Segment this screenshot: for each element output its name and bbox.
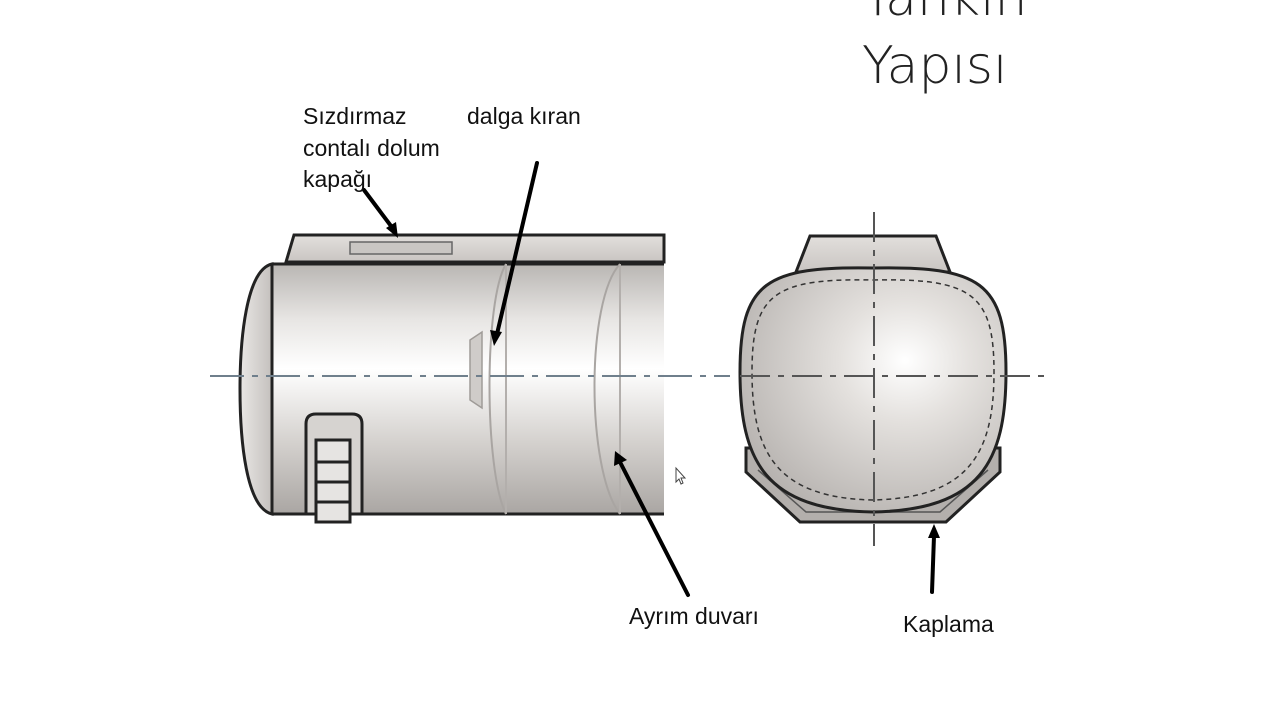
callout-arrows [362, 161, 940, 597]
label-coating: Kaplama [903, 611, 994, 637]
slide-title-line1: Tankın [862, 0, 1028, 28]
wave-breaker [488, 263, 507, 515]
coating-arrow [928, 524, 940, 538]
fill-cap-arrow [386, 222, 398, 238]
slide-title-line2: Yapısı [862, 36, 1008, 96]
tank-front-view [738, 212, 1048, 546]
fill-cap [349, 241, 453, 255]
partition-wall-arrow [614, 451, 627, 466]
partition-wall [593, 263, 621, 515]
label-wave-breaker: dalga kıran [467, 103, 581, 129]
label-fill-cap-line1: Sızdırmaz [303, 103, 407, 129]
label-partition-wall: Ayrım duvarı [629, 603, 759, 629]
label-fill-cap-line2: contalı dolum [303, 135, 440, 161]
label-fill-cap-line3: kapağı [303, 166, 373, 192]
tank-end-cap [238, 262, 274, 516]
top-rail [283, 233, 666, 264]
mouse-cursor-icon [675, 466, 687, 485]
wave-breaker-arrow [490, 330, 502, 346]
tank-side-view [238, 233, 666, 524]
